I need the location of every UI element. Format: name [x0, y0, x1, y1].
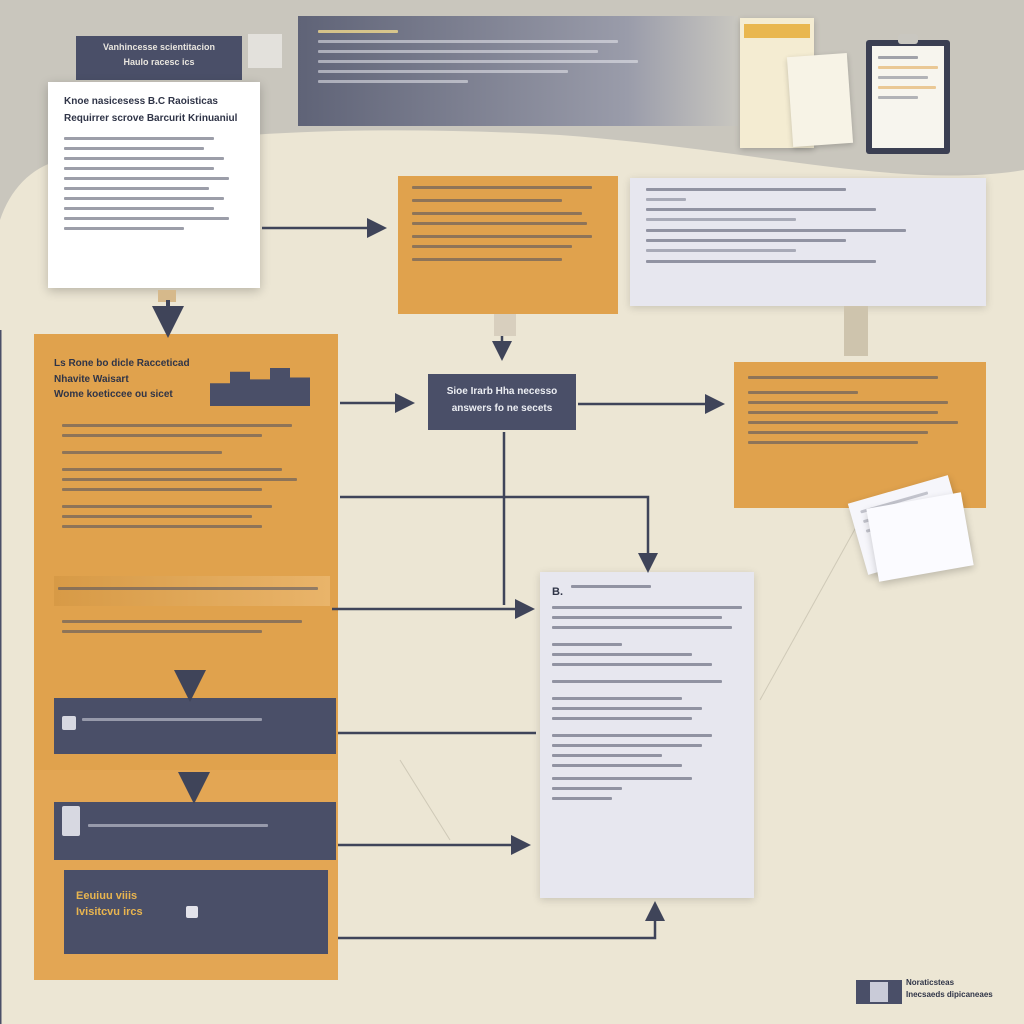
center-box-line1: Sioe Irarb Hha necesso: [446, 386, 558, 397]
stack-text-block: [62, 424, 312, 574]
header-tag: Vanhincesse scientitacion Haulo racesc i…: [76, 36, 242, 80]
bottom-box-line2: Ivisitcvu ircs: [76, 905, 143, 918]
banner-line: [318, 30, 398, 33]
stack-title-1: Ls Rone bo dicle Racceticad: [54, 358, 190, 369]
header-tag-line1: Vanhincesse scientitacion: [102, 42, 216, 52]
output-document: B.: [540, 572, 754, 898]
header-tag-line2: Haulo racesc ics: [123, 57, 195, 68]
stack-band-2: [54, 802, 336, 860]
footer-badge-icon: [856, 980, 902, 1004]
document-subtitle: Requirrer scrove Barcurit Krinuaniul: [64, 112, 238, 124]
footer-line2: Inecsaeds dipicaneaes: [906, 990, 993, 999]
center-box: Sioe Irarb Hha necesso answers fo ne sec…: [428, 374, 576, 430]
banner-line: [318, 80, 468, 83]
document-tab: [158, 290, 176, 302]
center-box-line2: answers fo ne secets: [451, 402, 553, 414]
process-card-1: [398, 176, 618, 314]
process-card-2: [630, 178, 986, 306]
band-icon: [62, 806, 80, 836]
bottom-box: Eeuiuu viiis Ivisitcvu ircs: [64, 870, 328, 954]
bottom-box-line1: Eeuiuu viiis: [76, 890, 138, 902]
banner-line: [318, 70, 568, 73]
stack-panel-header: Ls Rone bo dicle Racceticad Nhavite Wais…: [54, 358, 314, 418]
document-marker: B.: [552, 586, 563, 598]
stack-note: [62, 620, 322, 650]
clipboard-icon: [866, 34, 950, 154]
banner-line: [318, 60, 638, 63]
card-tab: [494, 314, 516, 336]
top-banner: [298, 16, 738, 126]
banner-line: [318, 40, 618, 43]
requirements-document: Knoe nasicesess B.C Raoisticas Requirrer…: [48, 82, 260, 288]
footer-badge: Noraticsteas Inecsaeds dipicaneaes: [906, 978, 1006, 1004]
stack-title-3: Wome koeticcee ou sicet: [54, 389, 173, 400]
bottom-box-icon: [186, 906, 198, 918]
band-icon: [62, 716, 76, 730]
stack-divider: [54, 576, 330, 606]
stack-title-2: Nhavite Waisart: [54, 373, 129, 385]
card-tab: [844, 306, 868, 356]
stack-band-1: [54, 698, 336, 754]
footer-line1: Noraticsteas: [906, 978, 955, 987]
document-title: Knoe nasicesess B.C Raoisticas: [64, 96, 218, 107]
header-tile: [248, 34, 282, 68]
paper-sheet: [786, 53, 854, 147]
banner-line: [318, 50, 598, 53]
